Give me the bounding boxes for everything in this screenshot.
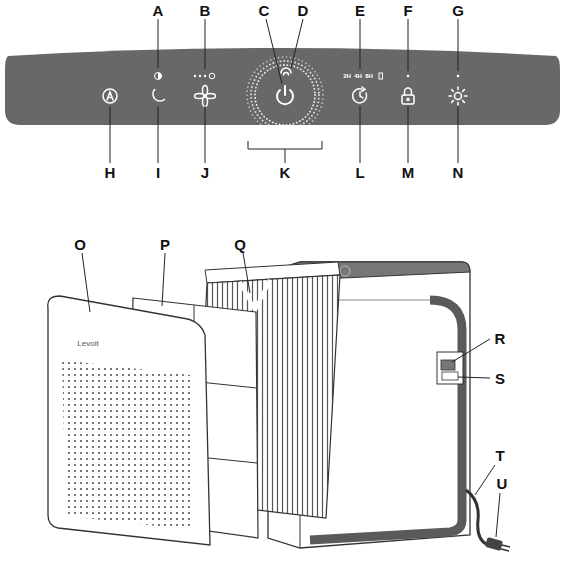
callout-letter: P [160,237,170,252]
callout-letter: C [259,3,270,18]
callout-letter: J [201,165,209,180]
callout-letter: F [403,3,412,18]
front-cover [48,296,210,545]
callout-letter: G [452,3,464,18]
printed-text: 8H [365,73,373,79]
printed-text: 2H [343,73,351,79]
printed-text: 4H [354,73,362,79]
callout-letter: M [402,165,415,180]
callout-letter: S [495,371,505,386]
callout-letter: H [105,165,116,180]
callout-letter: T [495,448,504,463]
callout-letter: I [156,165,160,180]
callout-letter: B [200,3,211,18]
callout-letter: O [74,237,86,252]
leader-lines [110,19,458,163]
callout-letter: U [497,476,508,491]
callout-letter: A [153,3,164,18]
callout-letter: Q [234,237,246,252]
leader-lines [82,253,500,537]
callout-letter: N [453,165,464,180]
callout-letter: K [280,165,291,180]
callout-letter: L [355,165,364,180]
indicator-dots [158,73,459,80]
printed-text: Levoit [77,340,98,348]
callout-letter: R [495,331,506,346]
control-panel [5,48,560,125]
callout-letter: E [355,3,365,18]
callout-letter: D [298,3,309,18]
